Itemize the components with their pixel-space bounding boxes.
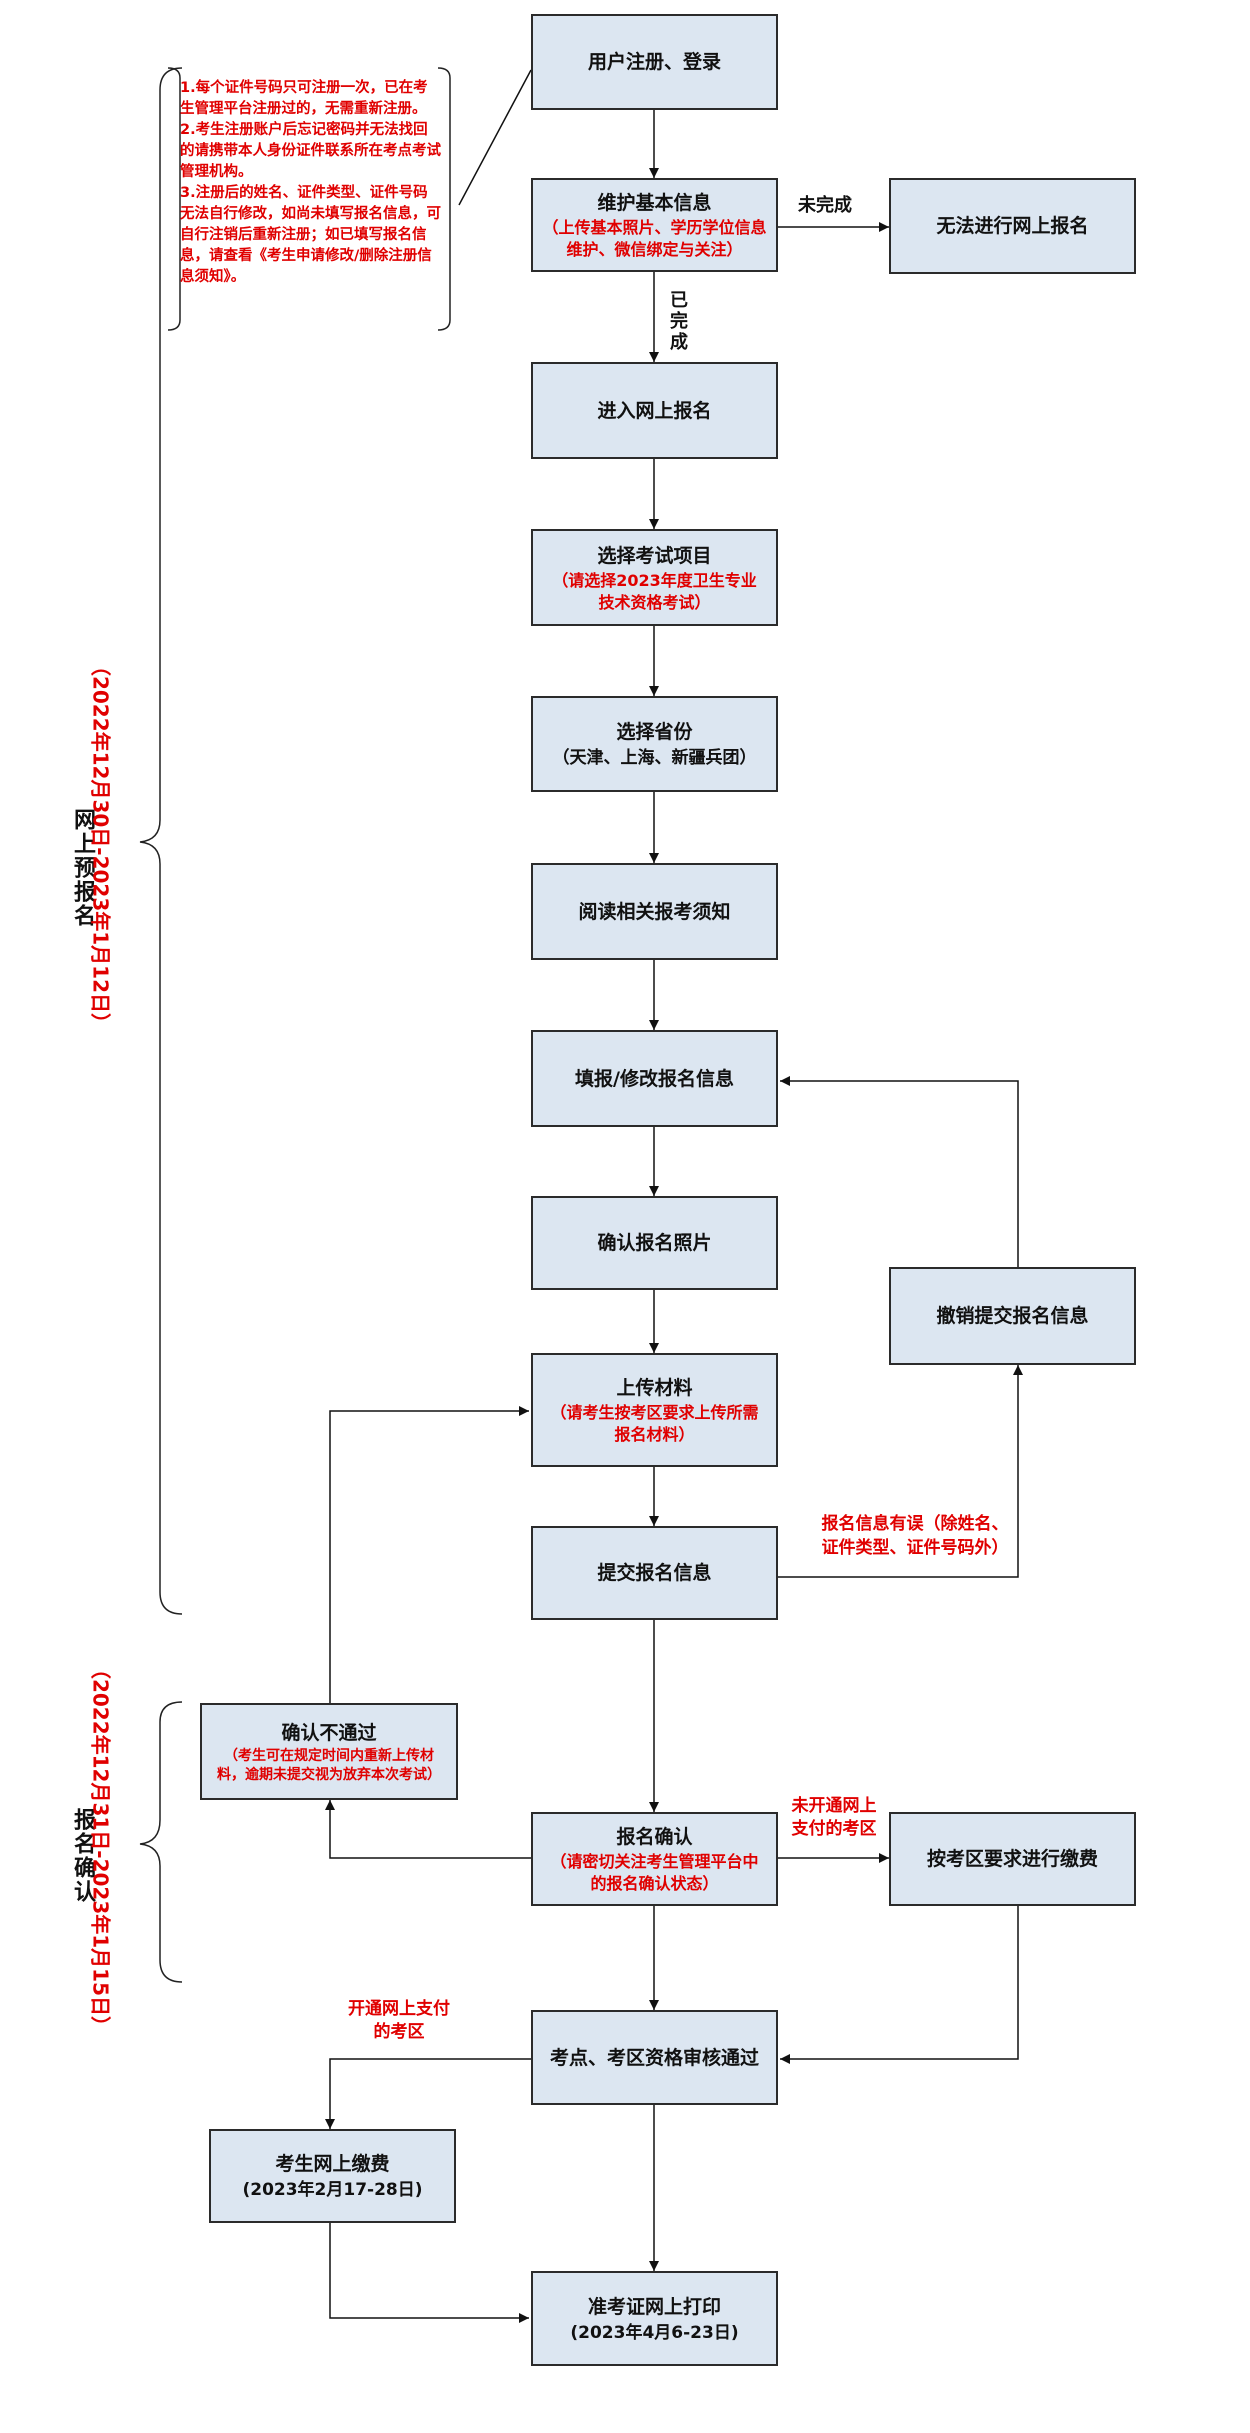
pay-by-area-title: 按考区要求进行缴费	[926, 1848, 1098, 1870]
upload-materials-sub: （请考生按考区要求上传所需报名材料）	[550, 1403, 759, 1444]
maintain-info-box[interactable]: 维护基本信息 （上传基本照片、学历学位信息维护、微信绑定与关注）	[531, 178, 778, 272]
submit-info-title: 提交报名信息	[597, 1562, 712, 1584]
read-notice-box[interactable]: 阅读相关报考须知	[531, 863, 778, 960]
confirm-rejected-sub: （考生可在规定时间内重新上传材料，逾期未提交视为放弃本次考试）	[217, 1747, 441, 1783]
select-exam-sub: （请选择2023年度卫生专业技术资格考试）	[552, 570, 757, 612]
register-title: 用户注册、登录	[587, 51, 721, 73]
phase-confirm-dates: （2022年12月31日-2023年1月15日）	[88, 1658, 113, 2037]
qualification-review-box[interactable]: 考点、考区资格审核通过	[531, 2010, 778, 2105]
fill-info-box[interactable]: 填报/修改报名信息	[531, 1030, 778, 1127]
phase-pre-registration-name: 网上预报名	[70, 808, 95, 928]
registration-confirm-sub: （请密切关注考生管理平台中的报名确认状态）	[550, 1852, 759, 1893]
edge-label-info-error: 报名信息有误（除姓名、证件类型、证件号码外）	[821, 1514, 1009, 1558]
pay-by-area-box[interactable]: 按考区要求进行缴费	[889, 1812, 1136, 1906]
confirm-rejected-title: 确认不通过	[281, 1721, 377, 1744]
select-province-sub: （天津、上海、新疆兵团）	[552, 748, 757, 768]
online-payment-dates: (2023年2月17-28日)	[242, 2180, 423, 2200]
print-admission-box[interactable]: 准考证网上打印 (2023年4月6-23日)	[531, 2271, 778, 2366]
upload-materials-box[interactable]: 上传材料 （请考生按考区要求上传所需报名材料）	[531, 1353, 778, 1467]
revoke-submission-box[interactable]: 撤销提交报名信息	[889, 1267, 1136, 1365]
upload-materials-title: 上传材料	[616, 1377, 693, 1399]
confirm-rejected-box[interactable]: 确认不通过 （考生可在规定时间内重新上传材料，逾期未提交视为放弃本次考试）	[200, 1703, 458, 1800]
edge-label-online-pay-open: 开通网上支付的考区	[348, 1999, 450, 2042]
print-admission-dates: (2023年4月6-23日)	[570, 2322, 739, 2343]
note-item: 2.考生注册账户后忘记密码并无法找回的请携带本人身份证件联系所在考点考试管理机构…	[180, 122, 441, 180]
cannot-register-box[interactable]: 无法进行网上报名	[889, 178, 1136, 274]
submit-info-box[interactable]: 提交报名信息	[531, 1526, 778, 1620]
select-exam-title: 选择考试项目	[597, 544, 712, 567]
enter-registration-box[interactable]: 进入网上报名	[531, 362, 778, 459]
online-payment-box[interactable]: 考生网上缴费 (2023年2月17-28日)	[209, 2129, 456, 2223]
registration-notes: 1.每个证件号码只可注册一次，已在考生管理平台注册过的，无需重新注册。 2.考生…	[180, 78, 442, 288]
confirm-photo-title: 确认报名照片	[597, 1232, 712, 1254]
note-item: 1.每个证件号码只可注册一次，已在考生管理平台注册过的，无需重新注册。	[180, 80, 428, 117]
enter-registration-title: 进入网上报名	[597, 399, 712, 422]
read-notice-title: 阅读相关报考须知	[578, 900, 731, 923]
revoke-submission-title: 撤销提交报名信息	[936, 1305, 1089, 1327]
phase-confirm-name: 报名确认	[70, 1808, 95, 1904]
registration-confirm-title: 报名确认	[616, 1826, 693, 1848]
maintain-info-sub: （上传基本照片、学历学位信息维护、微信绑定与关注）	[542, 218, 767, 259]
edge-label-not-online-pay: 未开通网上支付的考区	[791, 1796, 877, 1839]
print-admission-title: 准考证网上打印	[587, 2295, 721, 2318]
online-payment-title: 考生网上缴费	[275, 2153, 390, 2175]
edge-label-done: 已完成	[670, 290, 688, 353]
qualification-review-title: 考点、考区资格审核通过	[549, 2046, 759, 2069]
select-province-title: 选择省份	[616, 721, 693, 743]
register-box[interactable]: 用户注册、登录	[531, 14, 778, 110]
select-exam-box[interactable]: 选择考试项目 （请选择2023年度卫生专业技术资格考试）	[531, 529, 778, 626]
phase-pre-registration-dates: （2022年12月30日-2023年1月12日）	[88, 655, 113, 1034]
note-item: 3.注册后的姓名、证件类型、证件号码无法自行修改，如尚未填写报名信息，可自行注销…	[180, 185, 441, 285]
confirm-photo-box[interactable]: 确认报名照片	[531, 1196, 778, 1290]
edge-label-not-done: 未完成	[798, 195, 852, 216]
fill-info-title: 填报/修改报名信息	[575, 1067, 734, 1090]
registration-confirm-box[interactable]: 报名确认 （请密切关注考生管理平台中的报名确认状态）	[531, 1812, 778, 1906]
select-province-box[interactable]: 选择省份 （天津、上海、新疆兵团）	[531, 696, 778, 792]
maintain-info-title: 维护基本信息	[597, 192, 712, 214]
cannot-register-title: 无法进行网上报名	[936, 215, 1089, 237]
